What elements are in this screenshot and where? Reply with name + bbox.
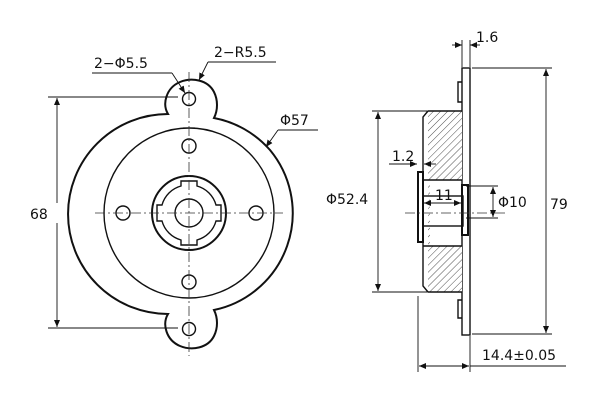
diameter-leader bbox=[265, 129, 279, 148]
diameter-label: Φ57 bbox=[280, 113, 309, 129]
front-view: 68 2−Φ5.5 2−R5.5 Φ57 bbox=[28, 45, 318, 356]
holes-leader bbox=[171, 72, 186, 94]
dim-bg-524 bbox=[325, 188, 375, 208]
body-diameter-label: Φ52.4 bbox=[326, 192, 368, 208]
thickness-label: 1.6 bbox=[476, 30, 498, 46]
outer-height-label: 79 bbox=[550, 197, 568, 213]
lug-bottom-profile bbox=[457, 299, 462, 319]
height-dimension-label: 68 bbox=[30, 207, 48, 223]
hub-notched-ring bbox=[156, 180, 222, 246]
step-face bbox=[417, 171, 424, 243]
dim-bg-79 bbox=[548, 193, 574, 213]
shaft-length-label: 11 bbox=[435, 188, 453, 204]
radius-leader bbox=[198, 61, 209, 81]
body-section bbox=[428, 111, 462, 292]
total-depth-label: 14.4±0.05 bbox=[482, 348, 556, 364]
step-label: 1.2 bbox=[392, 149, 414, 165]
radius-label: 2−R5.5 bbox=[214, 45, 267, 61]
shaft-diameter-label: Φ10 bbox=[498, 195, 527, 211]
holes-label: 2−Φ5.5 bbox=[94, 56, 148, 72]
side-view: 1.6 79 Φ52.4 1.2 11 Φ10 14.4±0.05 bbox=[325, 30, 574, 372]
dim-bg bbox=[28, 203, 58, 223]
flange-outline bbox=[67, 78, 294, 350]
shaft-collar bbox=[461, 184, 469, 236]
lug-hole-bottom bbox=[181, 321, 197, 337]
lug-top-profile bbox=[457, 81, 462, 103]
